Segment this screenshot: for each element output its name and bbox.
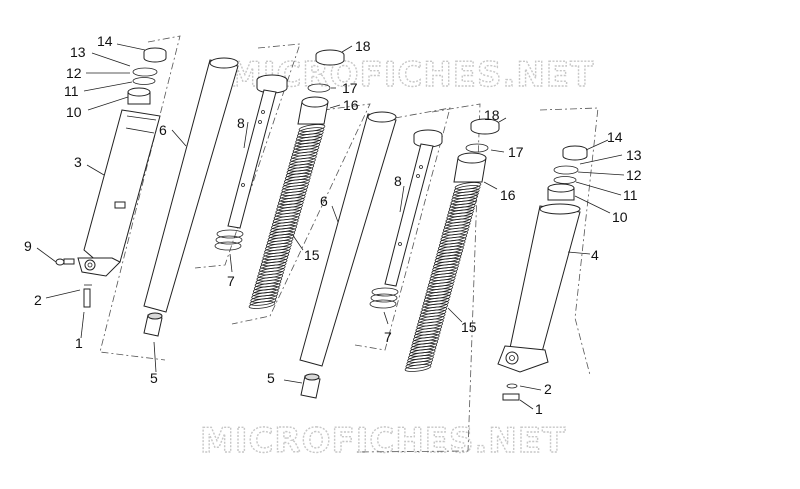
callout-10-right: 10 [612, 209, 628, 225]
frame-mid-tube [354, 103, 481, 453]
callout-15-left: 15 [304, 247, 320, 263]
frame-left-damper [194, 43, 301, 269]
callout-11-left: 11 [64, 83, 79, 99]
callout-3: 3 [74, 154, 82, 170]
callout-18-right: 18 [484, 107, 500, 123]
callout-16-left: 16 [343, 97, 359, 113]
callout-4: 4 [591, 247, 599, 263]
right-damper-rod [384, 129, 443, 287]
callout-15-right: 15 [461, 319, 477, 335]
leader-lines [36, 43, 625, 410]
callout-14-left: 14 [97, 33, 113, 49]
callout-10-left: 10 [66, 104, 82, 120]
right-seal-stack [547, 145, 588, 201]
callout-17-right: 17 [508, 144, 524, 160]
watermark-bottom: MICROFICHES.NET [200, 421, 566, 461]
left-fork-tube [143, 57, 239, 337]
callout-5-left: 5 [150, 370, 158, 386]
left-seal-stack [127, 47, 167, 105]
callout-2-right: 2 [544, 381, 552, 397]
watermark-top: MICROFICHES.NET [228, 55, 594, 95]
callout-5-right: 5 [267, 370, 275, 386]
callout-8-left: 8 [237, 115, 245, 131]
callout-6-left: 6 [159, 122, 167, 138]
callout-6-right: 6 [320, 193, 328, 209]
spring-coil [405, 361, 433, 369]
left-damper-rod [227, 74, 288, 229]
callout-12-right: 12 [626, 167, 642, 183]
right-bottom-bolt [502, 383, 520, 401]
frame-left-leg [99, 35, 181, 361]
callout-17-left: 17 [342, 80, 358, 96]
frame-left-spring [231, 103, 371, 325]
callout-2-left: 2 [34, 292, 42, 308]
left-cap-assembly [297, 49, 345, 125]
right-main-spring [404, 182, 482, 372]
callout-16-right: 16 [500, 187, 516, 203]
spring-coil [249, 298, 277, 306]
left-rebound-spring [214, 229, 244, 251]
callout-8-right: 8 [394, 173, 402, 189]
callout-13-right: 13 [626, 147, 642, 163]
callout-14-right: 14 [607, 129, 623, 145]
right-cap-assembly [453, 118, 500, 183]
right-lower-leg [497, 203, 581, 373]
right-fork-tube [299, 111, 397, 399]
spring-coil [248, 301, 276, 309]
left-main-spring [248, 124, 326, 309]
callout-12-left: 12 [66, 65, 82, 81]
right-rebound-spring [369, 287, 399, 309]
left-bottom-bolt [55, 258, 92, 308]
left-lower-leg [77, 109, 161, 277]
callout-11-right: 11 [623, 187, 638, 203]
callout-18-left: 18 [355, 38, 371, 54]
frame-mid-damper [354, 107, 451, 351]
spring-coil [404, 364, 432, 372]
callout-1-left: 1 [75, 335, 83, 351]
callout-labels: 14 13 12 11 10 3 6 9 2 1 5 8 7 18 17 16 … [24, 33, 642, 417]
callout-13-left: 13 [70, 44, 86, 60]
callout-9: 9 [24, 238, 32, 254]
callout-1-right: 1 [535, 401, 543, 417]
callout-7-left: 7 [227, 273, 235, 289]
callout-7-right: 7 [384, 329, 392, 345]
